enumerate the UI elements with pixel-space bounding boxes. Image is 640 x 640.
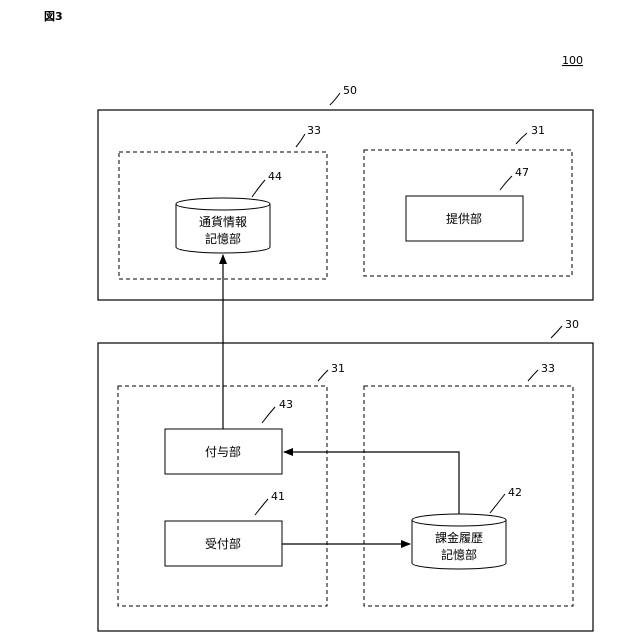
currency-storage: 通貨情報 記憶部 44 [176,170,282,253]
arrow-billing-to-grant [284,452,459,514]
provider-box: 提供部 47 [406,166,529,241]
grant-ref: 43 [279,398,293,411]
provider-ref: 47 [515,166,529,179]
unit-lower-left-ref: 31 [331,362,345,375]
device-upper: 50 [98,84,593,300]
billing-storage-label-1: 課金履歴 [435,530,483,545]
grant-label: 付与部 [205,444,241,459]
receiver-box: 受付部 41 [165,490,285,566]
currency-storage-ref: 44 [268,170,282,183]
unit-upper-left-ref: 33 [307,124,321,137]
billing-storage-ref: 42 [508,486,522,499]
currency-storage-label-2: 記憶部 [205,231,241,246]
grant-box: 付与部 43 [165,398,293,474]
unit-lower-left: 31 [118,362,345,606]
device-upper-ref: 50 [343,84,357,97]
currency-storage-label-1: 通貨情報 [199,214,247,229]
unit-upper-right-ref: 31 [531,124,545,137]
system-ref-label: 100 [562,54,583,67]
billing-storage-label-2: 記憶部 [441,547,477,562]
receiver-ref: 41 [271,490,285,503]
unit-lower-right: 33 [364,362,573,606]
unit-lower-right-ref: 33 [541,362,555,375]
provider-label: 提供部 [446,211,482,226]
billing-storage: 課金履歴 記憶部 42 [412,486,522,569]
figure-label: 図3 [44,9,63,23]
device-lower-ref: 30 [565,318,579,331]
receiver-label: 受付部 [205,536,241,551]
